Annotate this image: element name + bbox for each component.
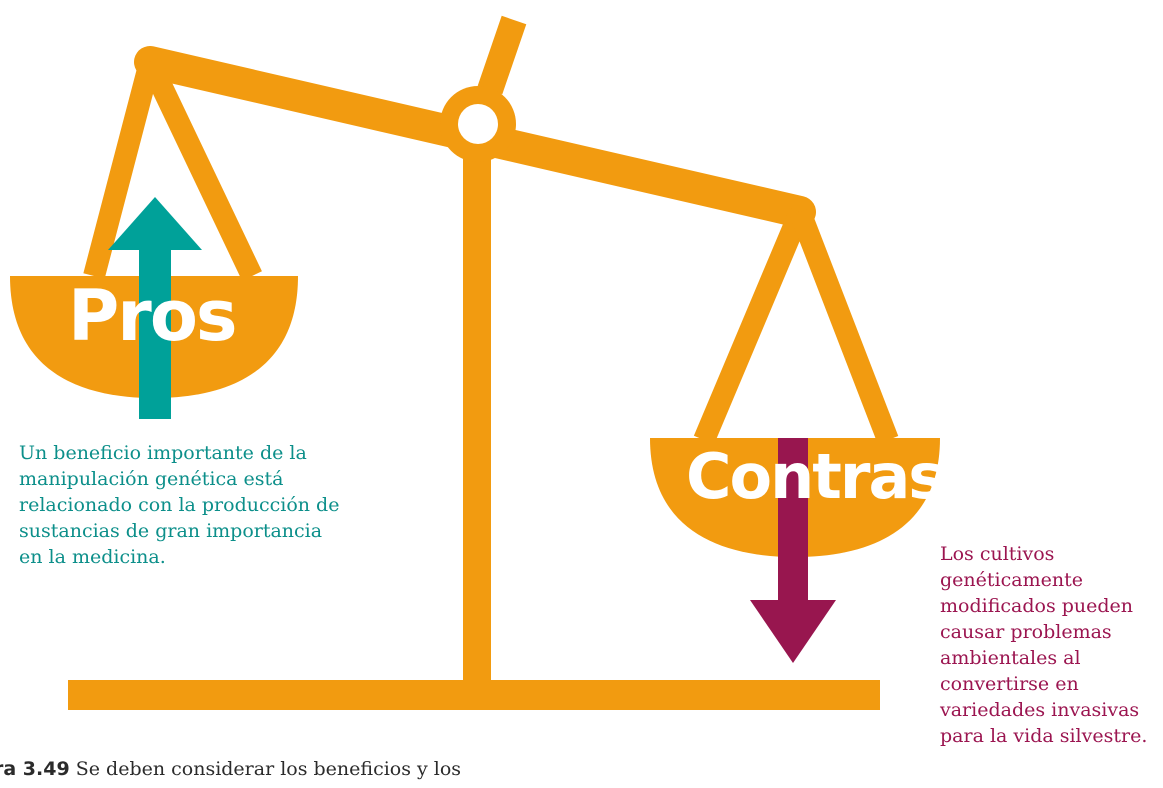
contras-line: Los cultivos <box>940 543 1055 565</box>
pros-line: en la medicina. <box>19 546 166 568</box>
contras-description: Los cultivos genéticamente modificados p… <box>940 541 1147 749</box>
right-pan-string-left <box>693 207 811 445</box>
caption-text: Se deben considerar los beneficios y los <box>75 758 462 780</box>
contras-line: ambientales al <box>940 647 1081 669</box>
scale-pole <box>463 155 491 685</box>
right-pan-string-right <box>789 208 899 444</box>
contras-line: para la vida silvestre. <box>940 725 1148 747</box>
left-pan-string-right <box>140 57 262 281</box>
scale-pivot-hole <box>458 104 498 144</box>
contras-label: Contras <box>686 440 943 513</box>
pros-line: sustancias de gran importancia <box>19 520 323 542</box>
arrow-down-icon <box>750 438 836 663</box>
left-pan-string-left <box>83 59 161 279</box>
contras-line: causar problemas <box>940 621 1112 643</box>
contras-line: convertirse en <box>940 673 1079 695</box>
pros-line: Un beneficio importante de la <box>19 442 307 464</box>
contras-line: modificados pueden <box>940 595 1134 617</box>
contras-line: genéticamente <box>940 569 1083 591</box>
pros-label: Pros <box>68 275 236 357</box>
figure-caption: ra 3.49 Se deben considerar los benefici… <box>0 758 461 780</box>
figure-label: ra 3.49 <box>0 758 70 780</box>
contras-line: variedades invasivas <box>940 699 1140 721</box>
arrow-up-icon <box>108 197 202 419</box>
scale-handle <box>477 15 527 95</box>
pros-line: relacionado con la producción de <box>19 494 340 516</box>
pros-line: manipulación genética está <box>19 468 284 490</box>
pros-description: Un beneficio importante de la manipulaci… <box>19 440 339 570</box>
